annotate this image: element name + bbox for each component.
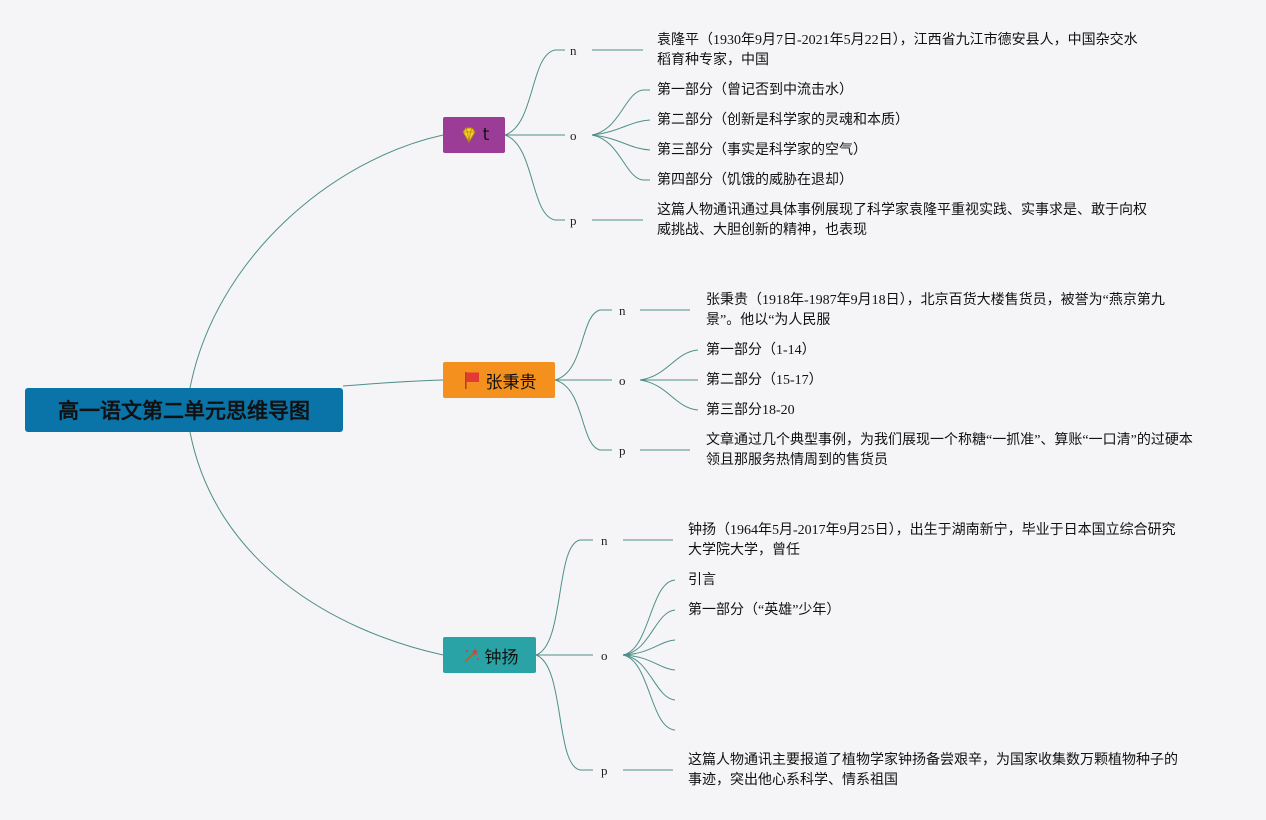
outline-item[interactable]: 第二部分（15-17）	[706, 373, 823, 388]
flag-icon	[464, 372, 479, 389]
branch-topic-zhang-binggui[interactable]: 张秉贵	[443, 362, 555, 398]
label-p: p	[570, 213, 577, 228]
central-topic-title: 高一语文第二单元思维导图	[58, 399, 310, 423]
summary-text[interactable]: 这篇人物通讯通过具体事例展现了科学家袁隆平重视实践、实事求是、敢于向权 威挑战、…	[657, 203, 1147, 238]
intro-text[interactable]: 袁隆平（1930年9月7日-2021年5月22日），江西省九江市德安县人，中国杂…	[657, 33, 1138, 68]
branch-title: 钟扬	[484, 647, 519, 668]
outline-item[interactable]: 第一部分（“英雄”少年）	[688, 603, 841, 618]
label-o: o	[619, 373, 626, 388]
summary-text[interactable]: 这篇人物通讯主要报道了植物学家钟扬备尝艰辛，为国家收集数万颗植物种子的 事迹，突…	[688, 753, 1178, 788]
summary-text[interactable]: 文章通过几个典型事例，为我们展现一个称糖“一抓准”、算账“一口清”的过硬本 领且…	[706, 433, 1193, 468]
intro-text[interactable]: 张秉贵（1918年-1987年9月18日），北京百货大楼售货员，被誉为“燕京第九…	[706, 293, 1165, 328]
outline-item[interactable]: 引言	[688, 573, 716, 588]
outline-item[interactable]: 第三部分（事实是科学家的空气）	[657, 143, 867, 158]
label-n: n	[570, 43, 577, 58]
label-n: n	[601, 533, 608, 548]
diamond-icon	[462, 127, 476, 143]
intro-text[interactable]: 钟扬（1964年5月-2017年9月25日），出生于湖南新宁，毕业于日本国立综合…	[688, 523, 1176, 558]
central-topic[interactable]: 高一语文第二单元思维导图	[25, 388, 343, 432]
label-p: p	[601, 763, 608, 778]
outline-item[interactable]: 第一部分（曾记否到中流击水）	[657, 83, 853, 98]
branch-title: 张秉贵	[485, 372, 537, 393]
magic-wand-icon	[463, 648, 479, 663]
outline-item[interactable]: 第四部分（饥饿的威胁在退却）	[657, 173, 853, 188]
branch-title: t	[482, 125, 490, 145]
outline-item[interactable]: 第二部分（创新是科学家的灵魂和本质）	[657, 113, 909, 128]
outline-item[interactable]: 第一部分（1-14）	[706, 343, 816, 358]
outline-item[interactable]: 第三部分18-20	[706, 403, 795, 418]
label-n: n	[619, 303, 626, 318]
branch-topic-zhong-yang[interactable]: 钟扬	[443, 637, 536, 673]
label-p: p	[619, 443, 626, 458]
branch-topic-t[interactable]: t	[443, 117, 505, 153]
label-o: o	[570, 128, 577, 143]
label-o: o	[601, 648, 608, 663]
